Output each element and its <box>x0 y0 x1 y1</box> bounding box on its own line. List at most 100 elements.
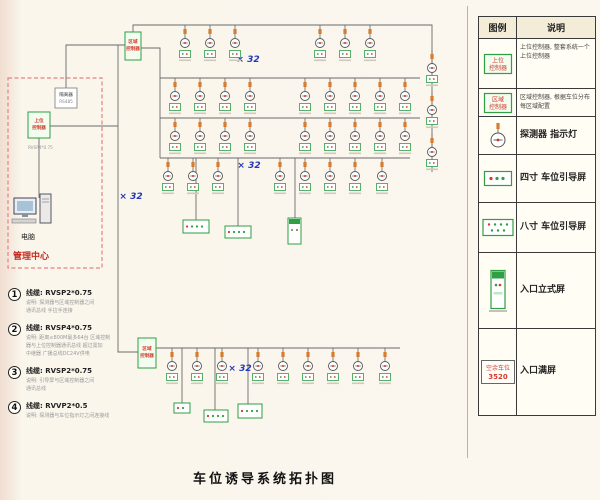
host-controller-icon: 上位控制器 <box>483 53 512 74</box>
svg-text:区域: 区域 <box>128 38 138 45</box>
detector-node <box>363 24 377 62</box>
legend-desc-label: 四寸 车位引导屏 <box>520 172 587 183</box>
detector-node <box>178 24 192 62</box>
detector-node <box>338 24 352 62</box>
detector-node <box>193 117 207 155</box>
panel-divider <box>467 6 468 458</box>
legend-icon-cell: 区域控制器 <box>479 89 517 116</box>
guidance-screen <box>237 403 263 419</box>
screen-8inch-icon <box>481 218 514 237</box>
legend-desc-label: 八寸 车位引导屏 <box>520 221 587 232</box>
legend-desc-label: 入口立式屏 <box>520 284 566 295</box>
detector-node <box>373 117 387 155</box>
detector-node <box>351 347 365 385</box>
legend-desc-label: 探测器 指示灯 <box>520 129 578 140</box>
note-number-badge: 4 <box>8 401 21 414</box>
legend-desc-label: 上位控制器, 整套系统一个上位控制器 <box>520 44 590 60</box>
area-controller-box-bottom: 区域 控制器 <box>137 337 157 369</box>
note-cable-label: 线缆: RVVP2*0.5 <box>26 402 88 410</box>
guidance-screen <box>173 402 191 414</box>
svg-text:控制器: 控制器 <box>488 64 506 72</box>
svg-text:控制器: 控制器 <box>140 352 154 359</box>
note-desc-line: 通讯总线 手拉手连接 <box>26 308 73 314</box>
management-center-label: 管理中心 <box>13 250 49 262</box>
detector-node <box>276 347 290 385</box>
legend-header-desc: 说明 <box>546 24 565 34</box>
svg-text:区域: 区域 <box>491 95 503 103</box>
area-controller-box-top: 区域 控制器 <box>124 31 142 61</box>
detector-node <box>348 117 362 155</box>
legend-icon-cell <box>479 203 517 252</box>
management-center: 隔离器 RS485 上位 控制器 RVSP4*0.75 电脑 管理中心 <box>7 77 103 269</box>
area-controller-icon: 区域控制器 <box>483 92 512 113</box>
detector-node <box>348 77 362 115</box>
detector-node <box>348 157 362 195</box>
note-desc-line: 通讯总线 <box>26 386 47 392</box>
detector-node <box>215 347 229 385</box>
detector-node <box>186 157 200 195</box>
page-title: 车位诱导系统拓扑图 <box>192 472 337 487</box>
svg-text:3520: 3520 <box>488 373 508 381</box>
bus-wires <box>38 24 433 410</box>
note-desc-line: 说明: 距离≤800M最多64台 区域控制 <box>26 335 111 341</box>
legend-header: 图例 说明 <box>479 17 595 39</box>
detector-node <box>211 157 225 195</box>
entry-stand-icon <box>488 269 507 311</box>
legend-icon-cell <box>479 253 517 328</box>
computer-label: 电脑 <box>21 232 35 241</box>
detector-node <box>425 133 439 171</box>
detector-node <box>218 117 232 155</box>
detector-node <box>190 347 204 385</box>
legend-desc-label: 区域控制器, 根据车位分布每区域配置 <box>520 94 590 110</box>
entry-stand-screen <box>287 217 302 245</box>
legend-icon-cell <box>479 155 517 202</box>
legend-row-area: 区域控制器区域控制器, 根据车位分布每区域配置 <box>479 89 595 117</box>
detector-node <box>323 77 337 115</box>
detector-node <box>323 157 337 195</box>
svg-text:控制器: 控制器 <box>32 124 46 131</box>
detector-node <box>168 117 182 155</box>
legend-header-symbol: 图例 <box>479 17 517 38</box>
detector-node <box>298 157 312 195</box>
legend-row-screen8: 八寸 车位引导屏 <box>479 203 595 253</box>
isolator-box: 隔离器 RS485 <box>54 87 78 109</box>
detector-node <box>398 117 412 155</box>
note-desc-line: 说明: 引导屏与区域控制器之间 <box>26 378 95 384</box>
detector-node <box>228 24 242 62</box>
svg-text:控制器: 控制器 <box>488 103 506 111</box>
guidance-screen <box>203 409 229 423</box>
detector-node <box>203 24 217 62</box>
detector-node <box>378 347 392 385</box>
guidance-screen <box>182 219 210 234</box>
note-cable-label: 线缆: RVSP2*0.75 <box>26 289 93 297</box>
detector-node <box>243 77 257 115</box>
multiplier-label: × 32 <box>237 161 260 171</box>
legend-icon-cell: 上位控制器 <box>479 39 517 88</box>
svg-text:上位: 上位 <box>491 56 503 64</box>
legend-panel: 图例 说明 上位控制器上位控制器, 整套系统一个上位控制器区域控制器区域控制器,… <box>478 16 596 416</box>
detector-node <box>313 24 327 62</box>
svg-text:区域: 区域 <box>142 345 152 352</box>
detector-node <box>273 157 287 195</box>
svg-text:隔离器: 隔离器 <box>59 91 73 98</box>
note-number-badge: 1 <box>8 288 21 301</box>
detector-node <box>193 77 207 115</box>
detector-node <box>161 157 175 195</box>
detector-node <box>298 77 312 115</box>
legend-row-screen4: 四寸 车位引导屏 <box>479 155 595 203</box>
detector-node <box>375 157 389 195</box>
multiplier-label: × 32 <box>119 192 142 202</box>
legend-row-stand: 入口立式屏 <box>479 253 595 329</box>
computer-icon <box>11 193 52 224</box>
management-dashed-border <box>7 77 103 269</box>
note-number-badge: 3 <box>8 366 21 379</box>
screen-4inch-icon <box>483 170 512 187</box>
